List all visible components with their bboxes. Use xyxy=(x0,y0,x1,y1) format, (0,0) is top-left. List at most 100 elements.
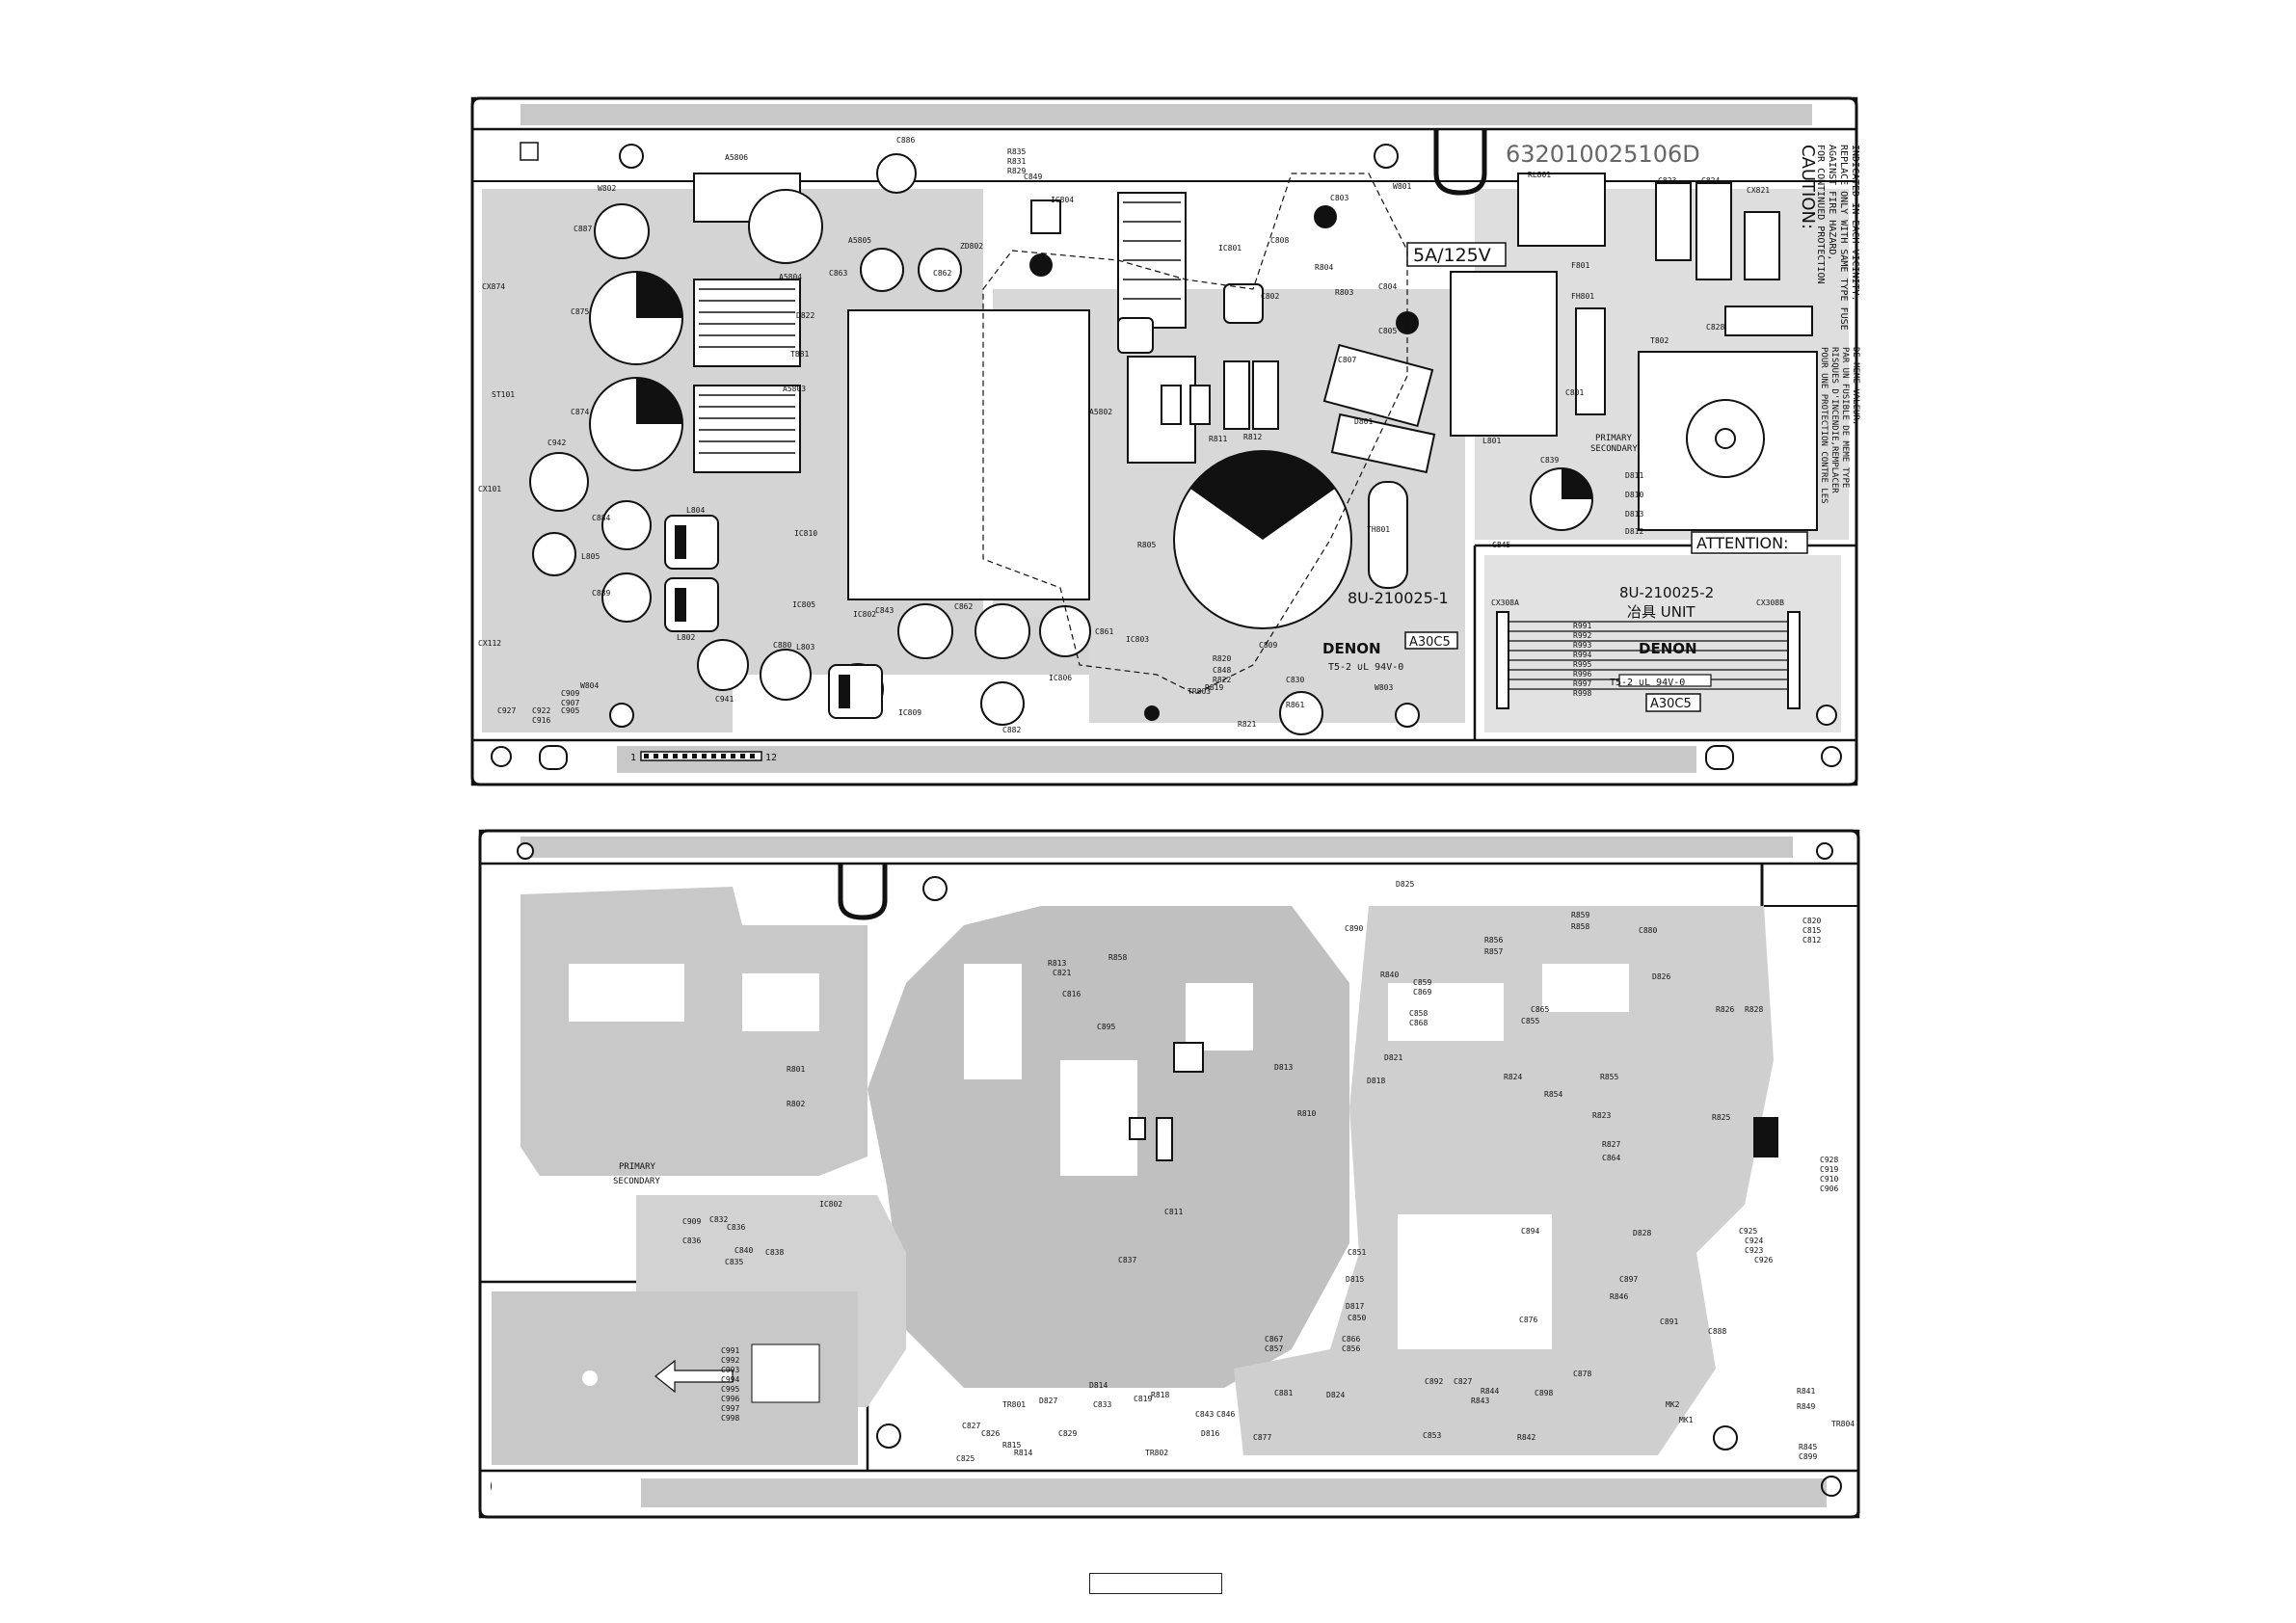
component-label: C855 xyxy=(1521,1017,1539,1025)
component-label: C851 xyxy=(1348,1248,1366,1257)
component-label: C828 xyxy=(1706,323,1724,332)
pin-header-start: 1 xyxy=(630,753,636,763)
component-label: C839 xyxy=(1540,456,1559,465)
main-rev: A30C5 xyxy=(1409,635,1451,650)
component-label: R831 xyxy=(1007,157,1026,166)
component-label: C836 xyxy=(727,1223,745,1232)
component-label: C862 xyxy=(933,269,951,278)
component-label: C922 xyxy=(532,706,550,715)
component-label: R845 xyxy=(1799,1443,1817,1451)
component-label: C836 xyxy=(682,1237,701,1245)
component-label: C869 xyxy=(1413,988,1431,997)
component-label: L802 xyxy=(677,633,695,642)
component-label: R823 xyxy=(1592,1111,1611,1120)
component-label: C927 xyxy=(497,706,516,715)
component-label: R844 xyxy=(1481,1387,1499,1396)
component-label: R858 xyxy=(1571,922,1589,931)
jig-unit-code: 8U-210025-2 xyxy=(1619,584,1714,601)
component-label: R996 xyxy=(1573,670,1591,678)
component-label: R813 xyxy=(1048,959,1066,968)
component-label: D813 xyxy=(1274,1063,1293,1072)
component-label: C827 xyxy=(1454,1377,1472,1386)
component-label: W802 xyxy=(598,184,616,193)
component-label: C821 xyxy=(1053,969,1071,977)
component-label: C859 xyxy=(1413,978,1431,987)
component-label: C856 xyxy=(1342,1344,1360,1353)
component-label: C825 xyxy=(956,1454,974,1463)
caution-block: CAUTION: FOR CONTINUED PROTECTION AGAINS… xyxy=(1798,145,1860,331)
component-label: C994 xyxy=(721,1375,739,1384)
svg-text:DE MEME VALEUR.: DE MEME VALEUR. xyxy=(1851,347,1860,425)
component-label: IC805 xyxy=(792,600,815,609)
component-label: CX308B xyxy=(1756,599,1784,607)
component-label: RL801 xyxy=(1528,171,1551,179)
top-pin-header: 1 12 xyxy=(630,751,777,763)
component-label: R846 xyxy=(1610,1292,1628,1301)
component-label: IC802 xyxy=(819,1200,842,1209)
component-label: C926 xyxy=(1754,1256,1773,1264)
component-label: IC810 xyxy=(794,529,817,538)
component-label: C808 xyxy=(1270,236,1289,245)
component-label: R858 xyxy=(1108,953,1127,962)
component-label: C819 xyxy=(1134,1395,1152,1403)
top-board: 1 12 8U-210025-2 冶具 UNIT DENON T5-2 ∪L 9… xyxy=(470,96,1860,786)
component-label: C881 xyxy=(1274,1389,1293,1397)
component-label: C862 xyxy=(954,602,973,611)
component-label: A5803 xyxy=(783,385,806,393)
component-label: C897 xyxy=(1619,1275,1638,1284)
component-label: R820 xyxy=(1213,654,1231,663)
component-label: CX821 xyxy=(1747,186,1770,195)
component-label: C876 xyxy=(1519,1316,1537,1324)
component-label: R843 xyxy=(1471,1397,1489,1405)
component-label: C906 xyxy=(1820,1184,1838,1193)
component-label: IC806 xyxy=(1049,674,1072,682)
component-label: F801 xyxy=(1571,261,1589,270)
component-label: C877 xyxy=(1253,1433,1271,1442)
component-label: R822 xyxy=(1213,676,1231,684)
component-label: C899 xyxy=(1799,1452,1817,1461)
svg-text:CAUTION:: CAUTION: xyxy=(1798,145,1818,229)
component-label: C837 xyxy=(1118,1256,1136,1264)
bottom-mounting-holes xyxy=(517,842,1833,1450)
component-label: C838 xyxy=(765,1248,784,1257)
component-label: C894 xyxy=(1521,1227,1539,1236)
component-label: C882 xyxy=(1002,726,1021,734)
component-label: IC809 xyxy=(898,708,921,717)
component-label: W803 xyxy=(1375,683,1393,692)
component-label: C815 xyxy=(1802,926,1821,935)
component-label: TH801 xyxy=(1367,525,1390,534)
component-label: TR804 xyxy=(1831,1420,1855,1428)
component-label: C919 xyxy=(1820,1165,1838,1174)
bottom-top-rail-copper xyxy=(521,837,1793,858)
component-label: IC802 xyxy=(853,610,876,619)
bottom-copper-right xyxy=(1234,906,1774,1455)
component-label: C941 xyxy=(715,695,734,704)
top-rail xyxy=(470,96,1858,131)
component-label: C995 xyxy=(721,1385,739,1394)
component-label: D816 xyxy=(1201,1429,1219,1438)
component-label: C993 xyxy=(721,1366,739,1374)
component-label: R805 xyxy=(1137,541,1156,549)
component-label: C863 xyxy=(829,269,847,278)
component-label: R810 xyxy=(1297,1109,1316,1118)
component-label: C991 xyxy=(721,1346,739,1355)
top-mounting-holes xyxy=(609,144,1837,728)
pin-header-end: 12 xyxy=(765,753,777,763)
component-label: C998 xyxy=(721,1414,739,1423)
component-label: C878 xyxy=(1573,1370,1591,1378)
component-label: A5804 xyxy=(779,273,802,281)
component-label: D824 xyxy=(1326,1391,1345,1399)
bottom-copper-left xyxy=(521,887,868,1176)
component-label: C942 xyxy=(547,439,566,447)
component-label: A5806 xyxy=(725,153,748,162)
component-label: TR801 xyxy=(1002,1400,1026,1409)
component-label: C804 xyxy=(1378,282,1397,291)
component-label: R997 xyxy=(1573,679,1591,688)
component-label: W801 xyxy=(1393,182,1411,191)
primary-label: PRIMARY xyxy=(1595,434,1633,443)
component-label: C889 xyxy=(592,589,610,598)
component-label: C816 xyxy=(1062,990,1081,998)
component-label: C853 xyxy=(1423,1431,1441,1440)
